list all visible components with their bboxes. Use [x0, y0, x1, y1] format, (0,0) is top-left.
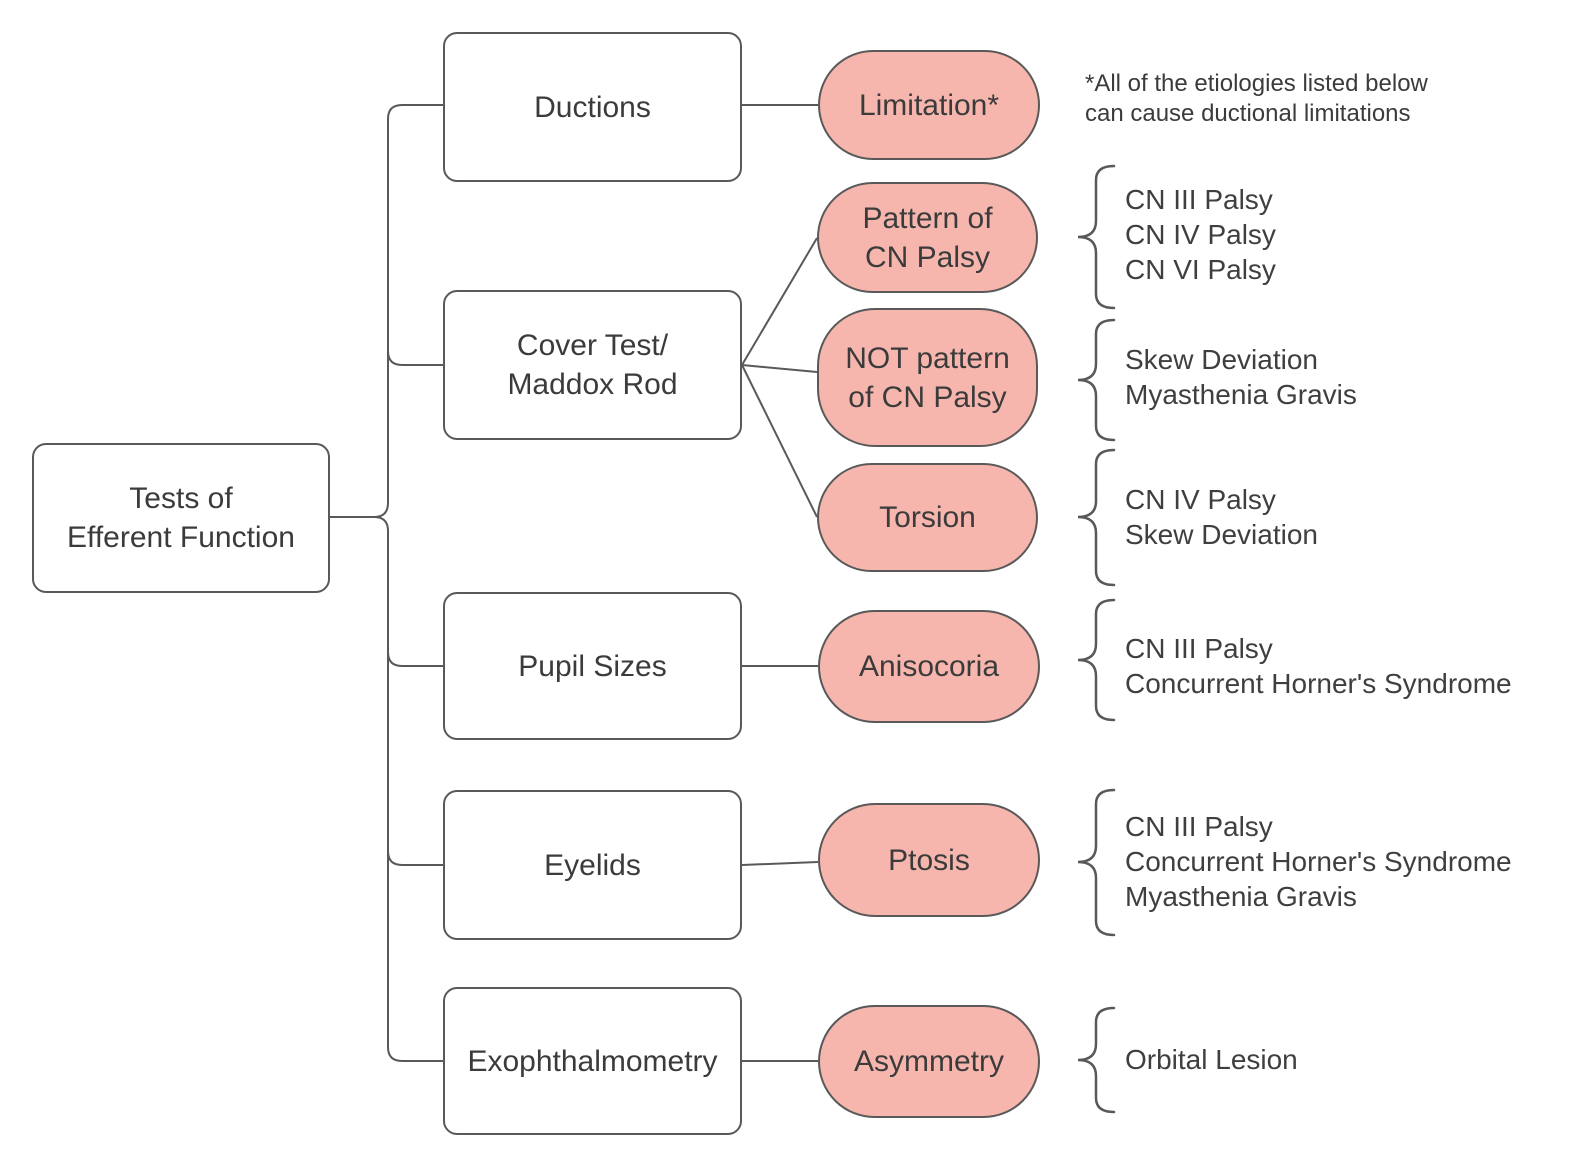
etiology-item: CN III Palsy — [1125, 633, 1273, 664]
etiology-item: Concurrent Horner's Syndrome — [1125, 846, 1512, 877]
etiology-item: CN III Palsy — [1125, 811, 1273, 842]
node-ductions: Ductions — [443, 32, 742, 182]
connector-cover-torsion — [741, 364, 818, 518]
node-pupil-sizes: Pupil Sizes — [443, 592, 742, 740]
finding-asymmetry: Asymmetry — [818, 1005, 1040, 1118]
connector-eyelids — [387, 850, 443, 866]
finding-pattern-of-cn-palsy: Pattern of CN Palsy — [817, 182, 1038, 293]
etiologies-asymmetry: Orbital Lesion — [1125, 1042, 1298, 1077]
connector-root-up — [330, 104, 443, 518]
finding-ptosis: Ptosis — [818, 803, 1040, 917]
etiologies-ptosis: CN III Palsy Concurrent Horner's Syndrom… — [1125, 809, 1512, 914]
brace-icon — [1077, 318, 1116, 442]
connector-eyelids-ptosis — [741, 861, 819, 866]
etiology-item: CN VI Palsy — [1125, 254, 1276, 285]
etiology-item: CN III Palsy — [1125, 184, 1273, 215]
node-exophthalmometry: Exophthalmometry — [443, 987, 742, 1135]
ductional-limitation-note: *All of the etiologies listed below can … — [1085, 69, 1428, 129]
node-cover-test-maddox-rod: Cover Test/ Maddox Rod — [443, 290, 742, 440]
brace-icon — [1077, 788, 1116, 937]
connector-cover-pattern — [741, 237, 818, 366]
etiology-item: Skew Deviation — [1125, 519, 1318, 550]
finding-limitation: Limitation* — [818, 50, 1040, 160]
etiologies-torsion: CN IV Palsy Skew Deviation — [1125, 482, 1318, 552]
brace-icon — [1077, 598, 1116, 722]
brace-icon — [1077, 1006, 1116, 1114]
etiologies-pattern-of-cn-palsy: CN III Palsy CN IV Palsy CN VI Palsy — [1125, 182, 1276, 287]
connector-cover-notpattern — [741, 364, 818, 373]
etiology-item: Skew Deviation — [1125, 344, 1318, 375]
connector-cover-test — [387, 350, 443, 366]
etiology-item: CN IV Palsy — [1125, 219, 1276, 250]
node-tests-of-efferent-function: Tests of Efferent Function — [32, 443, 330, 593]
node-eyelids: Eyelids — [443, 790, 742, 940]
etiology-item: Myasthenia Gravis — [1125, 881, 1357, 912]
brace-icon — [1077, 164, 1116, 310]
connector-pupil-sizes — [387, 651, 443, 667]
etiology-item: Concurrent Horner's Syndrome — [1125, 668, 1512, 699]
etiology-item: Myasthenia Gravis — [1125, 379, 1357, 410]
etiologies-not-pattern-of-cn-palsy: Skew Deviation Myasthenia Gravis — [1125, 342, 1357, 412]
connector-root-down — [330, 516, 443, 1062]
etiologies-anisocoria: CN III Palsy Concurrent Horner's Syndrom… — [1125, 631, 1512, 701]
finding-not-pattern-of-cn-palsy: NOT pattern of CN Palsy — [817, 308, 1038, 447]
note-line-1: *All of the etiologies listed below — [1085, 70, 1428, 97]
note-line-2: can cause ductional limitations — [1085, 100, 1411, 127]
etiology-item: Orbital Lesion — [1125, 1044, 1298, 1075]
etiology-item: CN IV Palsy — [1125, 484, 1276, 515]
finding-torsion: Torsion — [817, 463, 1038, 572]
finding-anisocoria: Anisocoria — [818, 610, 1040, 723]
brace-icon — [1077, 448, 1116, 587]
